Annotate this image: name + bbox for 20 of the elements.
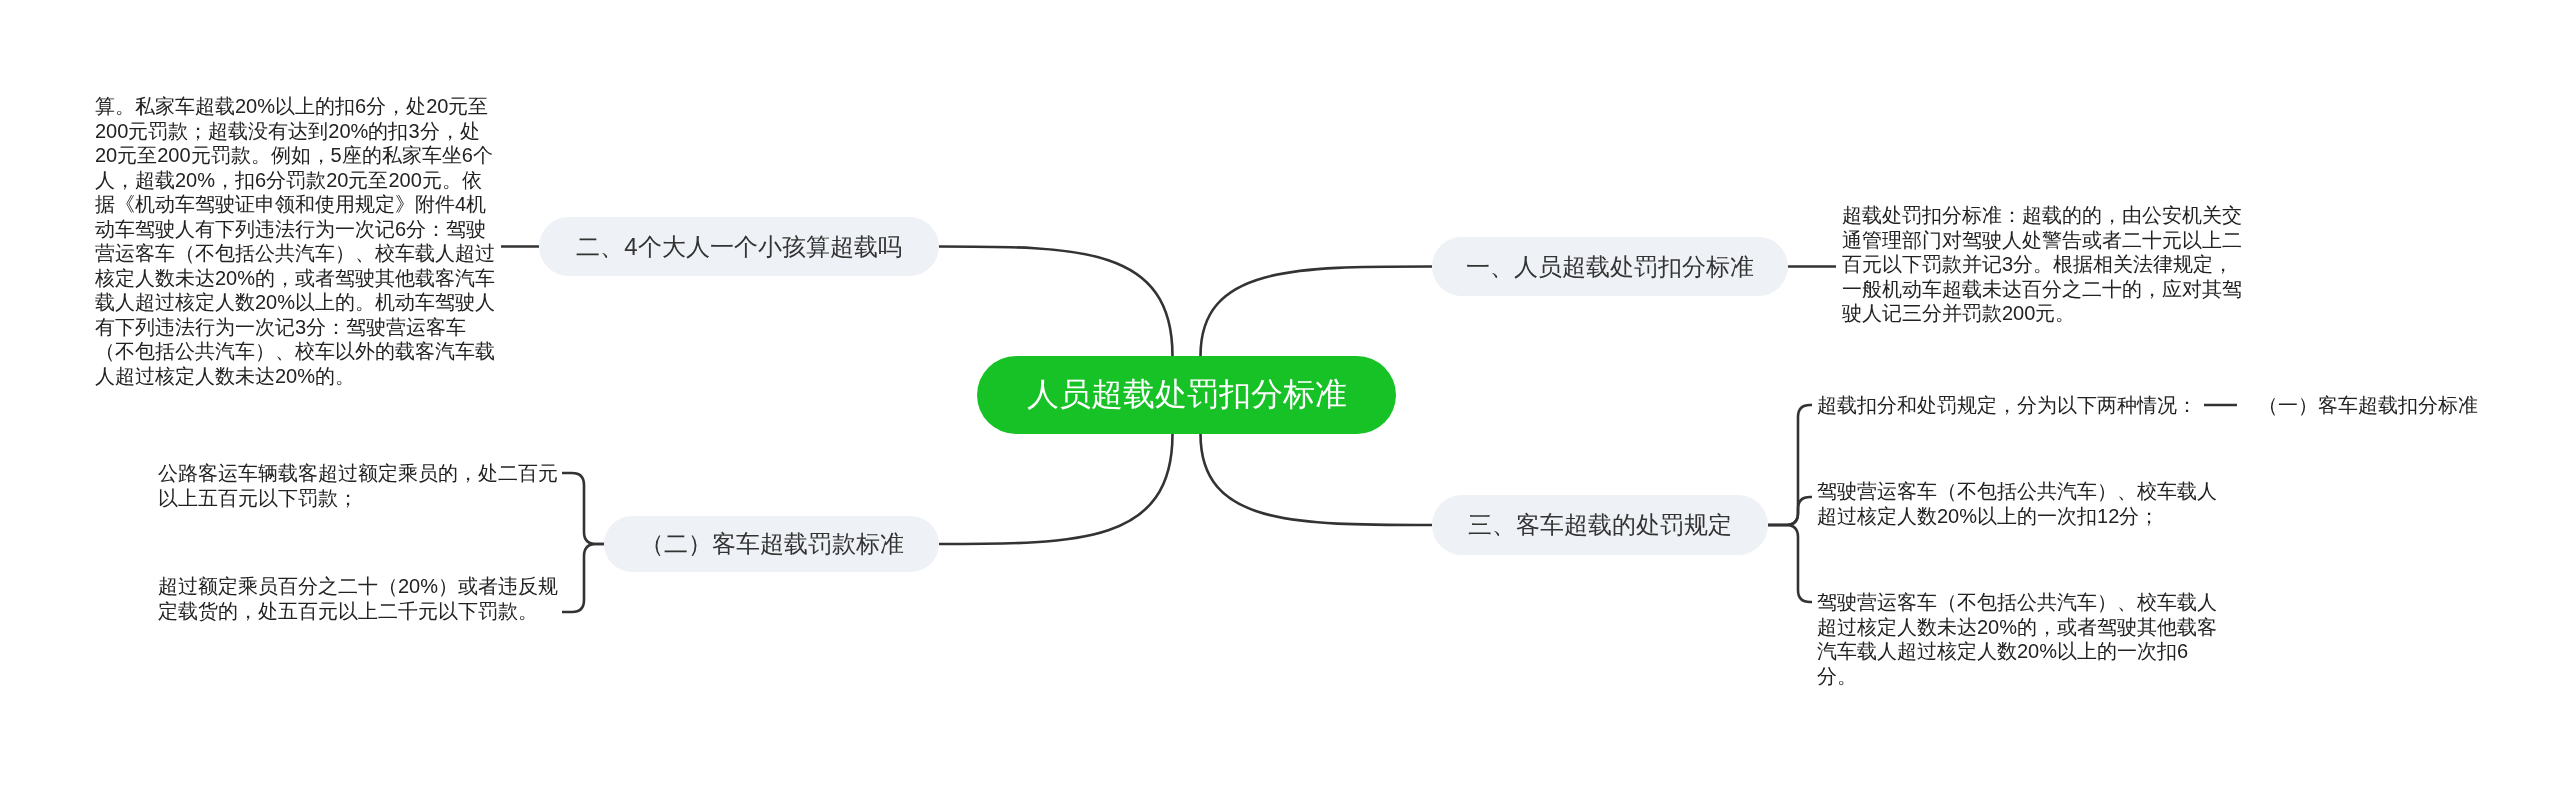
connector-line [1788, 265, 1836, 268]
note-text: 超过额定乘员百分之二十（20%）或者违反规定载货的，处五百元以上二千元以下罚款。 [152, 574, 562, 623]
connector-line [501, 245, 539, 248]
branch-curve [1199, 265, 1432, 357]
central-topic: 人员超载处罚扣分标准 [977, 356, 1396, 434]
connector-line [2204, 403, 2237, 407]
note-text: 驾驶营运客车（不包括公共汽车）、校车载人超过核定人数未达20%的，或者驾驶其他载客汽车载人超过核定人数20%以上的一次扣6分。 [1812, 590, 2222, 688]
note-text: 超载扣分和处罚规定，分为以下两种情况： [1812, 392, 2204, 418]
note-text: 超载处罚扣分标准：超载的的，由公安机关交通管理部门对驾驶人处警告或者二十元以上二百元以下罚款并记3分。根据相关法律规定，一般机动车超载未达百分之二十的，应对其驾驶人记三分并罚款200元。 [1836, 203, 2248, 326]
topic-pill: （二）客车超载罚款标准 [604, 516, 939, 572]
note-text: 驾驶营运客车（不包括公共汽车）、校车载人超过核定人数20%以上的一次扣12分； [1812, 479, 2222, 528]
note-text: 算。私家车超载20%以上的扣6分，处20元至200元罚款；超载没有达到20%的扣3分，处20元至200元罚款。例如，5座的私家车坐6个人，超载20%，扣6分罚款20元至200元。依据《机动车驾驶证申领和使用规定》附件4机动车驾驶人有下列违法行为一次记6分：驾驶营运客车（不包括公共汽车）、校车载人超过核定人数未达20%的，或者驾驶其他载客汽车载人超过核定人数20%以上的。机动车驾驶人有下列违法行为一次记3分：驾驶营运客车（不包括公共汽车）、校车以外的载客汽车载人超过核定人数未达20%的。 [95, 94, 501, 388]
note-text: 公路客运车辆载客超过额定乘员的，处二百元以上五百元以下罚款； [152, 461, 562, 510]
topic-pill: 一、人员超载处罚扣分标准 [1432, 237, 1788, 296]
topic-pill: 二、4个大人一个小孩算超载吗 [539, 217, 939, 276]
topic-pill: 三、客车超载的处罚规定 [1432, 495, 1768, 555]
branch-curve [1199, 433, 1432, 527]
note-text: （一）客车超载扣分标准 [2237, 392, 2507, 418]
branch-curve [939, 245, 1174, 357]
branch-curve [939, 433, 1174, 546]
